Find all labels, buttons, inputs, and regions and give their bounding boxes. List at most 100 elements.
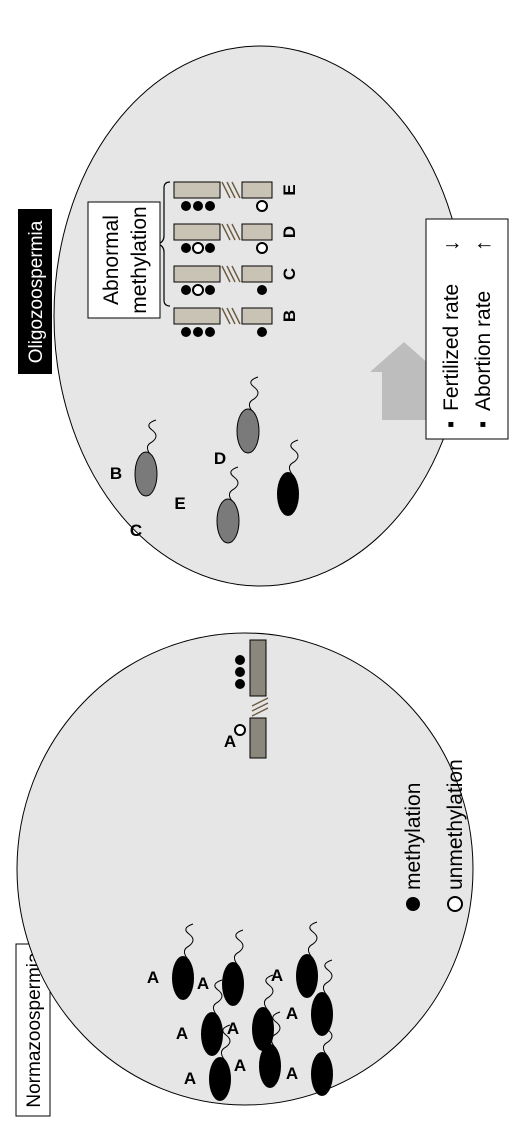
sperm-tail xyxy=(307,921,318,957)
sperm-head xyxy=(252,1007,274,1051)
methylated-mark xyxy=(205,201,215,211)
sperm-head xyxy=(311,1052,333,1096)
outcome-abortion-label: Abortion rate xyxy=(472,291,495,411)
gene-box-left xyxy=(241,307,273,325)
sperm-cell-d: D xyxy=(214,376,260,468)
unmethylated-mark xyxy=(234,724,246,736)
oligo-panel: Oligozoospermia B C D E xyxy=(18,45,509,587)
legend: methylation unmethylation xyxy=(402,759,467,912)
outcome-fertilized-bullet: ▪ xyxy=(440,421,462,428)
outcome-fertilized-arrow: ↓ xyxy=(440,241,463,252)
gene-box-right xyxy=(249,639,267,697)
methylated-mark xyxy=(235,655,245,665)
gene-box-left xyxy=(241,223,273,241)
sperm-head xyxy=(209,1057,231,1101)
sperm-label-a: A xyxy=(227,1019,239,1038)
methylated-mark xyxy=(205,327,215,337)
sperm-label-a: A xyxy=(176,1024,188,1043)
normal-ellipse xyxy=(16,632,474,1106)
gene-b: B xyxy=(173,307,299,337)
gene-c: C xyxy=(173,265,299,296)
outcome-fertilized-label: Fertilized rate xyxy=(440,284,463,411)
methylated-mark xyxy=(181,243,191,253)
methylated-mark xyxy=(235,679,245,689)
gene-label-d: D xyxy=(280,226,299,238)
methylated-mark xyxy=(193,201,203,211)
sperm-tail xyxy=(270,1011,281,1047)
oligo-title: Oligozoospermia xyxy=(26,220,47,363)
sperm-label-c: C xyxy=(130,521,142,540)
sperm-cell: A xyxy=(271,921,318,998)
sperm-label-a: A xyxy=(286,1064,298,1083)
gene-break-mark xyxy=(221,265,241,283)
sperm-cell-b: B xyxy=(110,419,158,497)
sperm-label-a: A xyxy=(234,1056,246,1075)
sperm-tail xyxy=(263,974,274,1010)
sperm-tail xyxy=(220,1024,231,1060)
normal-title: Normazoospermia xyxy=(24,952,45,1108)
gene-break-mark xyxy=(221,307,241,325)
sperm-head xyxy=(222,962,244,1006)
outcome-arrow xyxy=(370,342,438,420)
sperm-label-a: A xyxy=(286,1004,298,1023)
methylated-mark xyxy=(205,243,215,253)
outcome-abortion-arrow: ↑ xyxy=(472,241,495,252)
sperm-head xyxy=(216,498,240,544)
gene-break-mark xyxy=(221,223,241,241)
legend-unmethylation-label: unmethylation xyxy=(444,759,467,890)
unmethylated-mark xyxy=(192,284,204,296)
sperm-label-e: E xyxy=(174,494,185,513)
methylated-mark xyxy=(193,327,203,337)
gene-d: D xyxy=(173,223,299,254)
gene-box-left xyxy=(249,717,267,759)
sperm-head xyxy=(296,954,318,998)
sperm-label-a: A xyxy=(271,966,283,985)
sperm-label-d: D xyxy=(214,449,226,468)
outcome-box xyxy=(425,218,509,440)
sperm-head xyxy=(311,992,333,1036)
sperm-head xyxy=(134,451,158,497)
sperm-cell: A xyxy=(184,1024,231,1101)
oligo-title-box xyxy=(18,209,52,374)
unmethylated-mark xyxy=(256,242,268,254)
sperm-label-a: A xyxy=(197,974,209,993)
gene-box-right xyxy=(173,265,221,283)
sperm-tail xyxy=(288,439,299,475)
sperm-tail xyxy=(146,419,157,455)
sperm-cell: A xyxy=(227,974,274,1051)
abnormal-genes: B C D E xyxy=(173,181,299,337)
unmethylated-mark xyxy=(192,242,204,254)
methylated-mark xyxy=(181,285,191,295)
abnormal-box-line1: Abnormal xyxy=(100,215,123,305)
sperm-head xyxy=(277,472,299,516)
methylated-mark xyxy=(235,667,245,677)
gene-label-b: B xyxy=(280,310,299,322)
gene-box-right xyxy=(173,223,221,241)
methylated-mark xyxy=(257,327,267,337)
sperm-cell-c: C xyxy=(130,466,240,544)
gene-e: E xyxy=(173,181,299,212)
normal-panel: Normazoospermia A A A xyxy=(15,632,474,1117)
gene-label-c: C xyxy=(280,268,299,280)
gene-break-mark xyxy=(251,697,269,717)
gene-label-e: E xyxy=(280,184,299,195)
methylated-mark xyxy=(181,327,191,337)
sperm-label-a: A xyxy=(147,968,159,987)
sperm-cell-e: E xyxy=(174,439,299,516)
sperm-cell: A xyxy=(147,923,194,1000)
sperm-tail xyxy=(183,923,194,959)
gene-label-a: A xyxy=(224,732,236,751)
gene-box-right xyxy=(173,181,221,199)
sperm-cell: A xyxy=(286,959,333,1036)
legend-methylation-icon xyxy=(406,897,420,911)
legend-unmethylation-icon xyxy=(447,896,463,912)
methylated-mark xyxy=(257,285,267,295)
sperm-tail xyxy=(248,376,259,412)
sperm-label-b: B xyxy=(110,464,122,483)
methylated-mark xyxy=(205,285,215,295)
gene-a: A xyxy=(224,639,269,759)
methylated-mark xyxy=(181,201,191,211)
gene-box-left xyxy=(241,181,273,199)
abnormal-box xyxy=(87,201,161,319)
